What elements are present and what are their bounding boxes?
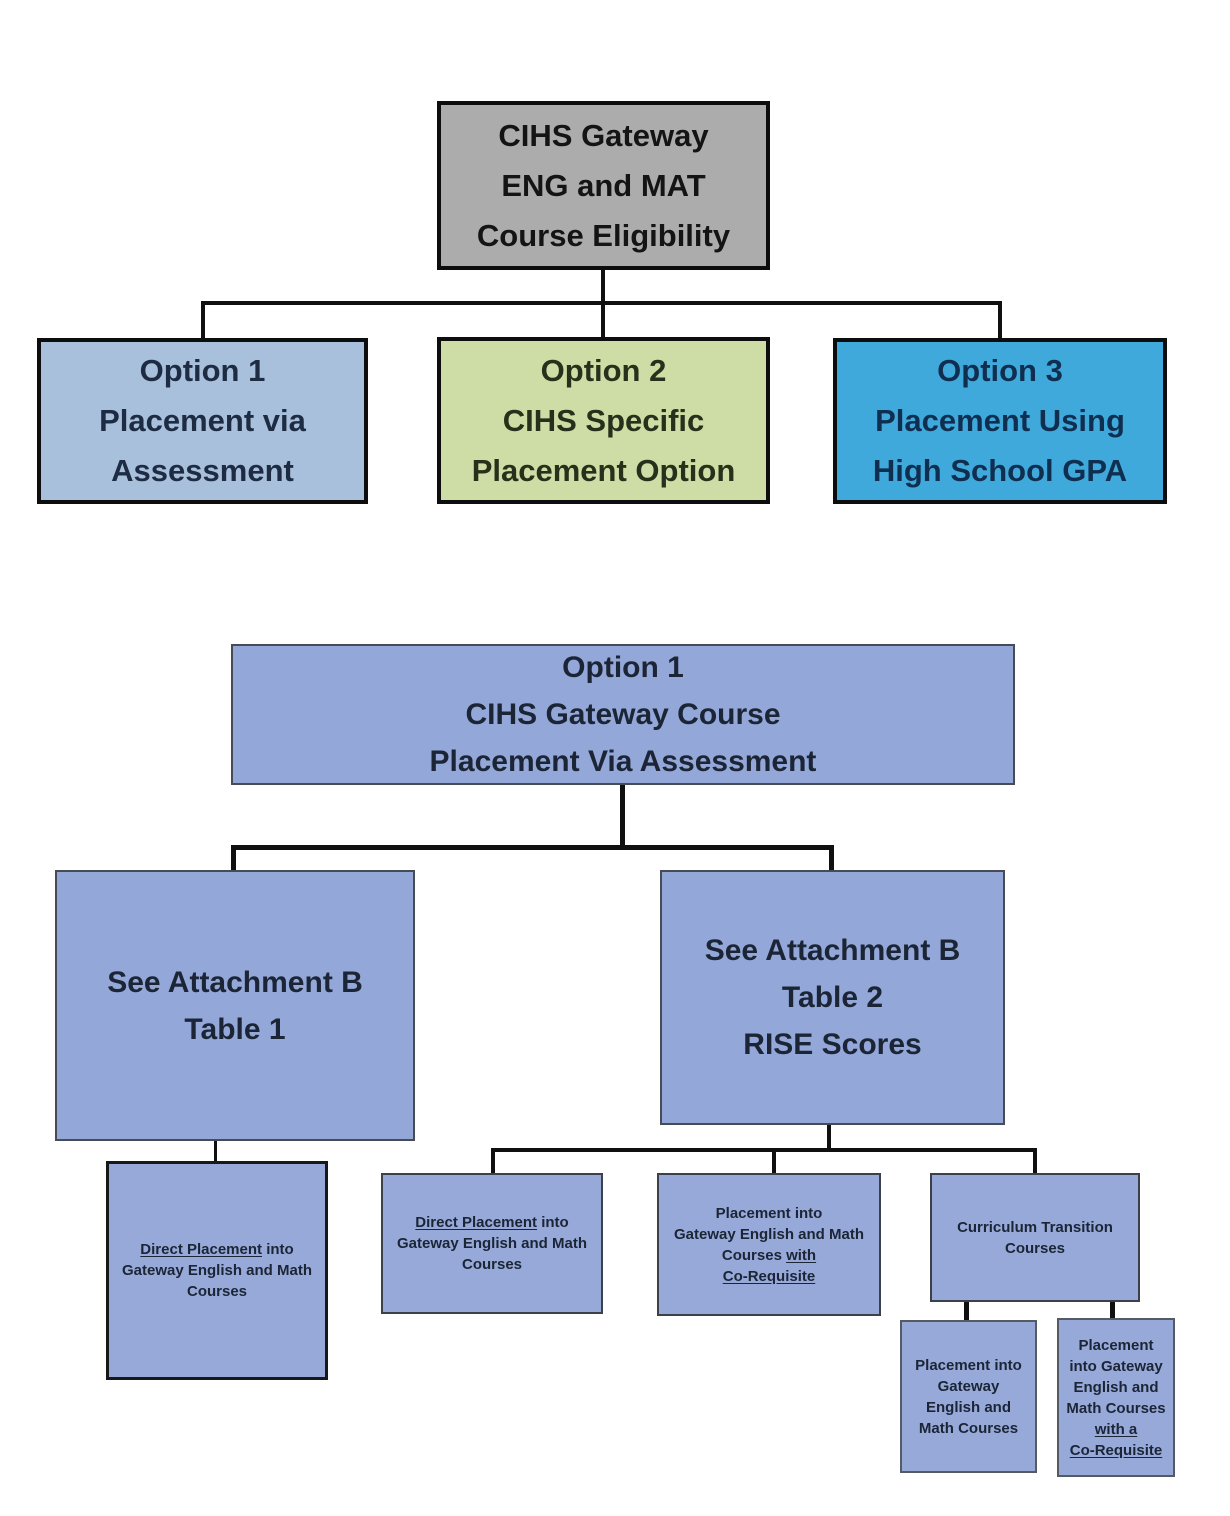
node-line: Courses with — [721, 1246, 817, 1264]
node-line: High School GPA — [872, 453, 1128, 488]
node-line: Gateway English and Math — [396, 1235, 588, 1252]
node-line: CIHS Gateway Course — [465, 698, 781, 731]
node-line: ENG and MAT — [501, 167, 706, 203]
node-line: Placement Option — [471, 452, 736, 488]
node-line: Direct Placement into — [415, 1214, 569, 1231]
node-line: Option 3 — [937, 353, 1063, 388]
node-line: See Attachment B — [704, 934, 961, 967]
node-placement-with-corequisite: Placement into Gateway English and Math … — [657, 1173, 881, 1316]
node-line: Gateway English and Math — [121, 1262, 313, 1279]
node-line: Math Courses — [1066, 1399, 1166, 1417]
node-line: Placement via — [99, 403, 306, 438]
node-line: Courses — [186, 1283, 248, 1300]
node-line: Table 2 — [781, 981, 884, 1014]
connector-table2-rail — [491, 1148, 1037, 1152]
node-direct-placement-table1: Direct Placement into Gateway English an… — [106, 1161, 328, 1380]
connector-table2-drop — [829, 845, 834, 872]
node-direct-placement-table2: Direct Placement into Gateway English an… — [381, 1173, 603, 1314]
node-line: with a — [1094, 1420, 1138, 1438]
node-line: CIHS Specific — [502, 402, 705, 438]
connector-table1-drop — [231, 845, 236, 872]
node-option3-high-school-gpa: Option 3 Placement Using High School GPA — [833, 338, 1167, 504]
connector-gateway-child-drop — [964, 1302, 969, 1320]
node-option1-placement-via-assessment-detail: Option 1 CIHS Gateway Course Placement V… — [231, 644, 1015, 785]
node-line: CIHS Gateway — [498, 117, 709, 153]
node-curriculum-transition-courses: Curriculum Transition Courses — [930, 1173, 1140, 1302]
node-line: See Attachment B — [107, 965, 363, 999]
node-placement-gateway-courses: Placement into Gateway English and Math … — [900, 1320, 1037, 1473]
node-line: Courses — [1004, 1239, 1066, 1257]
node-line: Co-Requisite — [722, 1267, 816, 1285]
node-line: Direct Placement into — [140, 1241, 294, 1258]
node-line: Course Eligibility — [476, 217, 731, 253]
node-line: Math Courses — [918, 1419, 1019, 1437]
node-placement-with-a-corequisite: Placement into Gateway English and Math … — [1057, 1318, 1175, 1477]
node-line: Placement — [1078, 1336, 1154, 1354]
node-line: Option 2 — [540, 352, 667, 388]
connector-detail-stem — [620, 785, 625, 849]
node-line: Gateway English and Math — [673, 1225, 865, 1243]
connector-coreq-child-drop — [1110, 1302, 1115, 1318]
node-line: Placement Using — [875, 403, 1125, 438]
node-line: Curriculum Transition — [957, 1218, 1113, 1236]
node-line: Option 1 — [562, 651, 684, 684]
connector-tables-rail — [231, 845, 834, 850]
connector-option3-drop — [998, 301, 1002, 338]
node-line: English and — [1073, 1378, 1159, 1396]
node-line: RISE Scores — [743, 1028, 922, 1061]
connector-table1-child-drop — [214, 1141, 217, 1161]
node-attachment-b-table1: See Attachment B Table 1 — [55, 870, 415, 1141]
node-line: Placement Via Assessment — [429, 745, 817, 778]
node-line: Placement into — [915, 1356, 1022, 1374]
connector-direct-drop — [491, 1148, 495, 1173]
node-line: into Gateway — [1069, 1357, 1163, 1375]
node-line: Option 1 — [139, 353, 266, 388]
connector-coreq-drop — [772, 1148, 776, 1173]
node-option1-placement-via-assessment: Option 1 Placement via Assessment — [37, 338, 368, 504]
node-line: Assessment — [111, 453, 294, 488]
node-attachment-b-table2-rise: See Attachment B Table 2 RISE Scores — [660, 870, 1005, 1125]
node-line: English and — [925, 1398, 1011, 1416]
node-line: Placement into — [715, 1204, 823, 1222]
connector-root-stem — [601, 270, 605, 305]
connector-option1-drop — [201, 301, 205, 338]
node-cihs-gateway-eligibility: CIHS Gateway ENG and MAT Course Eligibil… — [437, 101, 770, 270]
node-line: Gateway — [937, 1377, 1000, 1395]
connector-curriculum-drop — [1033, 1148, 1037, 1173]
node-option2-cihs-specific: Option 2 CIHS Specific Placement Option — [437, 337, 770, 504]
node-line: Co-Requisite — [1069, 1441, 1163, 1459]
node-line: Courses — [461, 1256, 523, 1273]
node-line: Table 1 — [184, 1012, 286, 1046]
connector-table2-stem — [827, 1125, 831, 1152]
connector-option2-drop — [601, 301, 605, 337]
